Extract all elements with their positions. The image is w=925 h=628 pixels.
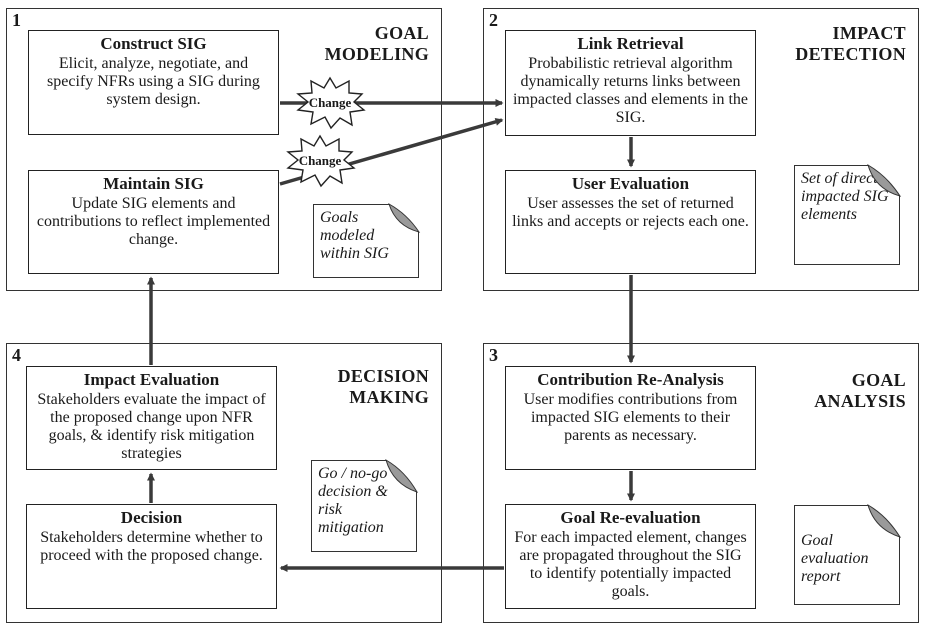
impact-evaluation-box: Impact Evaluation Stakeholders evaluate … [26, 366, 277, 470]
quadrant-number: 2 [489, 10, 498, 30]
box-title: Impact Evaluation [83, 370, 220, 389]
box-title: Maintain SIG [103, 174, 204, 193]
go-nogo-document: Go / no-go decision & risk mitigation [311, 460, 417, 552]
quadrant-label: GOAL ANALYSIS [814, 370, 906, 411]
goal-reevaluation-box: Goal Re-evaluation For each impacted ele… [505, 504, 756, 609]
box-body: User modifies contributions from impacte… [523, 391, 738, 444]
quadrant-number: 4 [12, 345, 21, 365]
contribution-reanalysis-box: Contribution Re-Analysis User modifies c… [505, 366, 756, 470]
box-body: Stakeholders evaluate the impact of the … [37, 391, 266, 462]
change-label: Change [298, 153, 342, 168]
box-title: Link Retrieval [577, 34, 684, 53]
box-body: Elicit, analyze, negotiate, and specify … [47, 55, 260, 108]
construct-sig-box: Construct SIG Elicit, analyze, negotiate… [28, 30, 279, 135]
quadrant-label: IMPACT DETECTION [795, 23, 906, 64]
impacted-elements-document: Set of directly impacted SIG elements [794, 165, 900, 265]
quadrant-number: 1 [12, 10, 21, 30]
decision-box: Decision Stakeholders determine whether … [26, 504, 277, 609]
box-body: Update SIG elements and contributions to… [36, 195, 271, 248]
box-body: Stakeholders determine whether to procee… [40, 529, 263, 564]
quadrant-label: DECISION MAKING [337, 366, 429, 407]
user-evaluation-box: User Evaluation User assesses the set of… [505, 170, 756, 274]
goals-modeled-document: Goals modeled within SIG [313, 204, 419, 278]
box-title: User Evaluation [571, 174, 690, 193]
box-body: For each impacted element, changes are p… [514, 529, 747, 600]
change-label: Change [308, 95, 352, 110]
quadrant-label: GOAL MODELING [324, 23, 429, 64]
box-body: User assesses the set of returned links … [512, 195, 749, 230]
box-title: Contribution Re-Analysis [537, 370, 724, 389]
goal-report-document: Goal evaluation report [794, 505, 900, 605]
maintain-sig-box: Maintain SIG Update SIG elements and con… [28, 170, 279, 274]
box-body: Probabilistic retrieval algorithm dynami… [512, 55, 749, 126]
box-title: Decision [120, 508, 183, 527]
quadrant-number: 3 [489, 345, 498, 365]
link-retrieval-box: Link Retrieval Probabilistic retrieval a… [505, 30, 756, 136]
box-title: Construct SIG [100, 34, 207, 53]
box-title: Goal Re-evaluation [560, 508, 701, 527]
